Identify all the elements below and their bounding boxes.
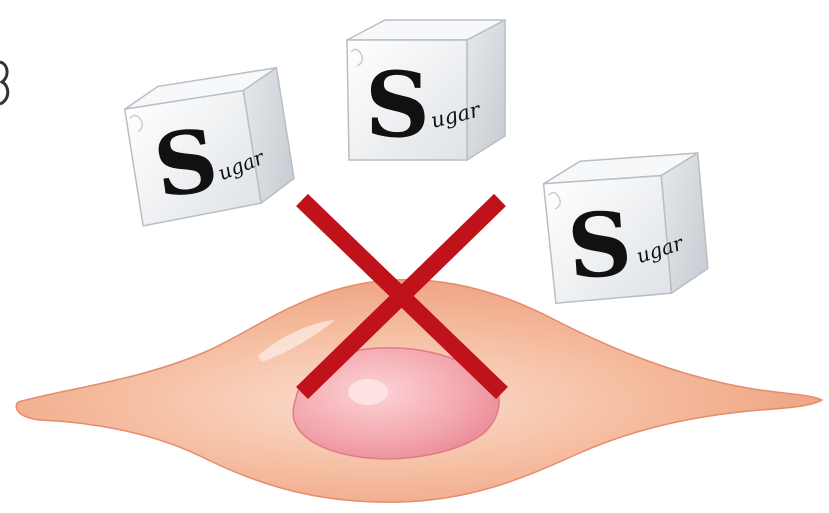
sugar-cube-icon: S ugar bbox=[542, 153, 709, 304]
cube-letter: S bbox=[365, 52, 430, 158]
cube-letter: S bbox=[564, 191, 635, 299]
edge-mark bbox=[0, 62, 8, 104]
nucleolus bbox=[348, 379, 388, 405]
sugar-cube-icon: S ugar bbox=[347, 20, 505, 160]
sugar-cube-icon: S ugar bbox=[122, 67, 298, 226]
